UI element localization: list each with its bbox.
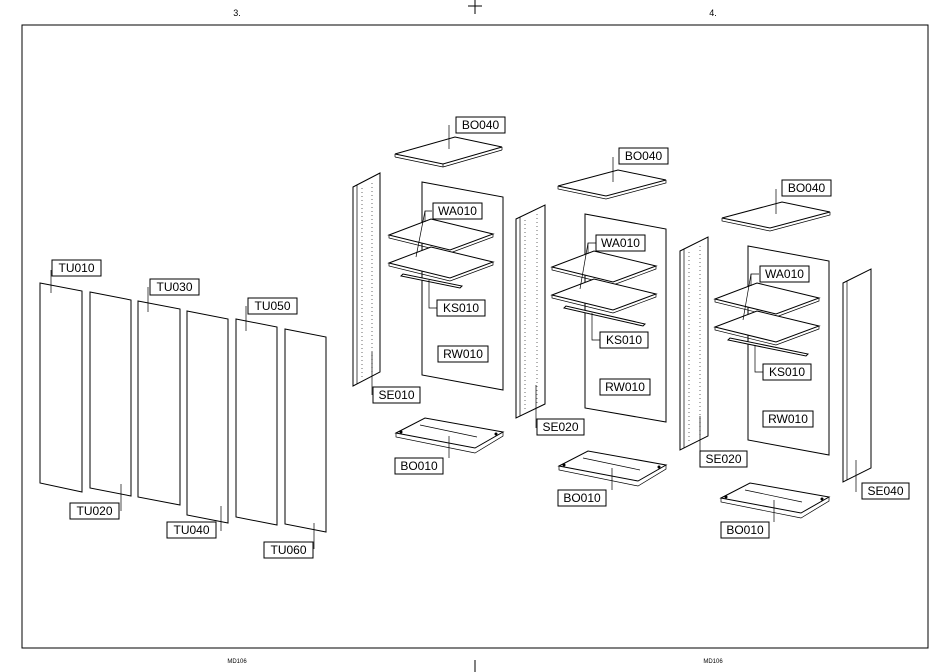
label-bo040-1: BO040 [456, 117, 505, 133]
svg-text:RW010: RW010 [443, 347, 483, 361]
cabinet-1-parts [353, 125, 503, 458]
svg-text:SE010: SE010 [378, 388, 414, 402]
svg-text:SE040: SE040 [867, 484, 903, 498]
label-tu030: TU030 [150, 279, 199, 295]
cabinet-2-parts [516, 157, 708, 490]
svg-text:WA010: WA010 [438, 204, 477, 218]
svg-text:KS010: KS010 [769, 365, 805, 379]
label-ks010-3: KS010 [763, 364, 811, 380]
label-se010: SE010 [373, 387, 420, 403]
label-wa010-1: WA010 [433, 203, 482, 219]
label-rw010-3: RW010 [763, 411, 813, 427]
svg-text:BO040: BO040 [788, 181, 826, 195]
svg-text:BO040: BO040 [462, 118, 500, 132]
label-bo010-3: BO010 [721, 522, 769, 538]
label-rw010-1: RW010 [438, 346, 488, 362]
svg-text:TU060: TU060 [270, 543, 306, 557]
label-tu040: TU040 [167, 522, 216, 538]
svg-text:WA010: WA010 [601, 236, 640, 250]
svg-text:TU040: TU040 [173, 523, 209, 537]
label-se020-1: SE020 [537, 419, 584, 435]
footer-code-left: MD106 [227, 659, 247, 665]
svg-text:WA010: WA010 [765, 267, 804, 281]
svg-text:KS010: KS010 [606, 333, 642, 347]
label-rw010-2: RW010 [600, 379, 650, 395]
svg-text:BO040: BO040 [625, 149, 663, 163]
svg-text:SE020: SE020 [705, 452, 741, 466]
svg-text:BO010: BO010 [563, 491, 601, 505]
label-se020-2: SE020 [700, 451, 747, 467]
svg-text:RW010: RW010 [605, 380, 645, 394]
door-panel-tu040 [187, 311, 228, 523]
label-tu020: TU020 [70, 503, 119, 519]
footer-code-right: MD106 [703, 659, 723, 665]
label-bo010-2: BO010 [558, 490, 606, 506]
label-bo040-2: BO040 [619, 148, 668, 164]
svg-text:RW010: RW010 [768, 412, 808, 426]
svg-text:TU020: TU020 [76, 504, 112, 518]
svg-text:BO010: BO010 [400, 459, 438, 473]
svg-text:SE020: SE020 [542, 420, 578, 434]
svg-text:KS010: KS010 [443, 301, 479, 315]
cabinet-3-parts [715, 189, 871, 522]
page-number-left: 3. [233, 8, 241, 18]
label-ks010-2: KS010 [600, 332, 648, 348]
svg-text:TU050: TU050 [254, 299, 290, 313]
door-panel-tu050 [236, 319, 277, 525]
door-panel-tu020 [90, 292, 131, 496]
label-tu050: TU050 [248, 298, 297, 314]
label-bo010-1: BO010 [395, 458, 443, 474]
svg-text:TU010: TU010 [58, 261, 94, 275]
label-bo040-3: BO040 [782, 180, 831, 196]
label-ks010-1: KS010 [437, 300, 485, 316]
label-se040: SE040 [862, 483, 909, 499]
svg-text:TU030: TU030 [156, 280, 192, 294]
svg-text:BO010: BO010 [726, 523, 764, 537]
label-wa010-3: WA010 [760, 266, 809, 282]
label-tu010: TU010 [52, 260, 101, 276]
page-number-right: 4. [709, 8, 717, 18]
label-wa010-2: WA010 [596, 235, 645, 251]
label-tu060: TU060 [264, 542, 313, 558]
door-panel-tu030 [138, 301, 180, 505]
door-panel-tu060 [285, 329, 326, 532]
door-panel-tu010 [40, 283, 82, 492]
